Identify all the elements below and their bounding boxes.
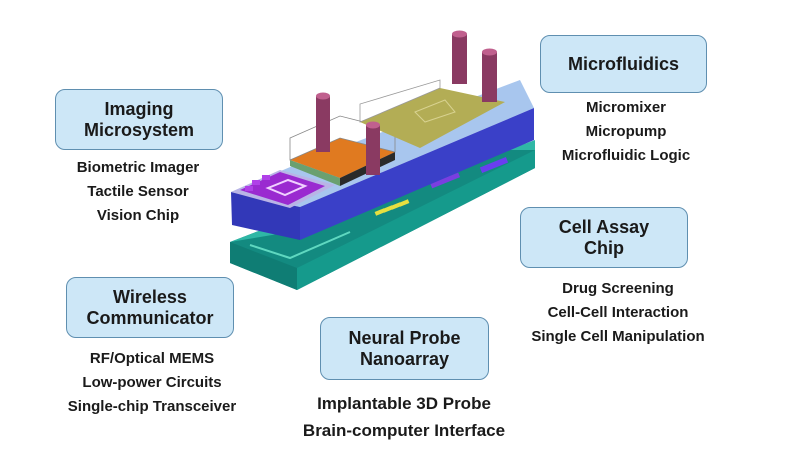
olive-chip	[359, 79, 505, 148]
wireless-title-line2: Communicator	[86, 307, 214, 328]
microfluidics-title: Microfluidics	[567, 53, 679, 74]
wireless-items: RF/Optical MEMS Low-power Circuits Singl…	[68, 347, 236, 419]
list-item: Single Cell Manipulation	[531, 328, 705, 345]
cell-assay-items: Drug Screening Cell-Cell Interaction Sin…	[531, 277, 704, 349]
list-item: Biometric Imager	[76, 159, 200, 176]
list-item: Micromixer	[585, 99, 667, 116]
imaging-chip	[240, 172, 325, 205]
list-item: Tactile Sensor	[87, 183, 189, 200]
list-item: RF/Optical MEMS	[89, 350, 215, 367]
list-item: Micropump	[585, 123, 667, 140]
list-item: Implantable 3D Probe	[317, 394, 491, 413]
neural-title-line2: Nanoarray	[359, 348, 450, 369]
contact-pads	[374, 199, 410, 216]
pillars	[316, 30, 497, 175]
imaging-title-line1: Imaging	[104, 98, 174, 119]
wireless-title-line1: Wireless	[113, 286, 187, 307]
list-item: Drug Screening	[562, 280, 674, 297]
list-item: Low-power Circuits	[82, 374, 222, 391]
list-item: Cell-Cell Interaction	[547, 304, 689, 321]
imaging-items: Biometric Imager Tactile Sensor Vision C…	[77, 156, 200, 228]
list-item: Single-chip Transceiver	[67, 398, 237, 415]
neural-title-line1: Neural Probe	[348, 327, 461, 348]
list-item: Brain-computer Interface	[302, 421, 506, 440]
cell-assay-title-line2: Chip	[583, 237, 624, 258]
imaging-title-line2: Microsystem	[83, 119, 195, 140]
list-item: Vision Chip	[96, 207, 180, 224]
neural-items: Implantable 3D Probe Brain-computer Inte…	[303, 390, 505, 444]
microfluidics-items: Micromixer Micropump Microfluidic Logic	[562, 96, 690, 168]
microfluidics-box: Microfluidics	[540, 35, 707, 93]
list-item: Microfluidic Logic	[561, 147, 691, 164]
cell-assay-title-line1: Cell Assay	[558, 216, 650, 237]
